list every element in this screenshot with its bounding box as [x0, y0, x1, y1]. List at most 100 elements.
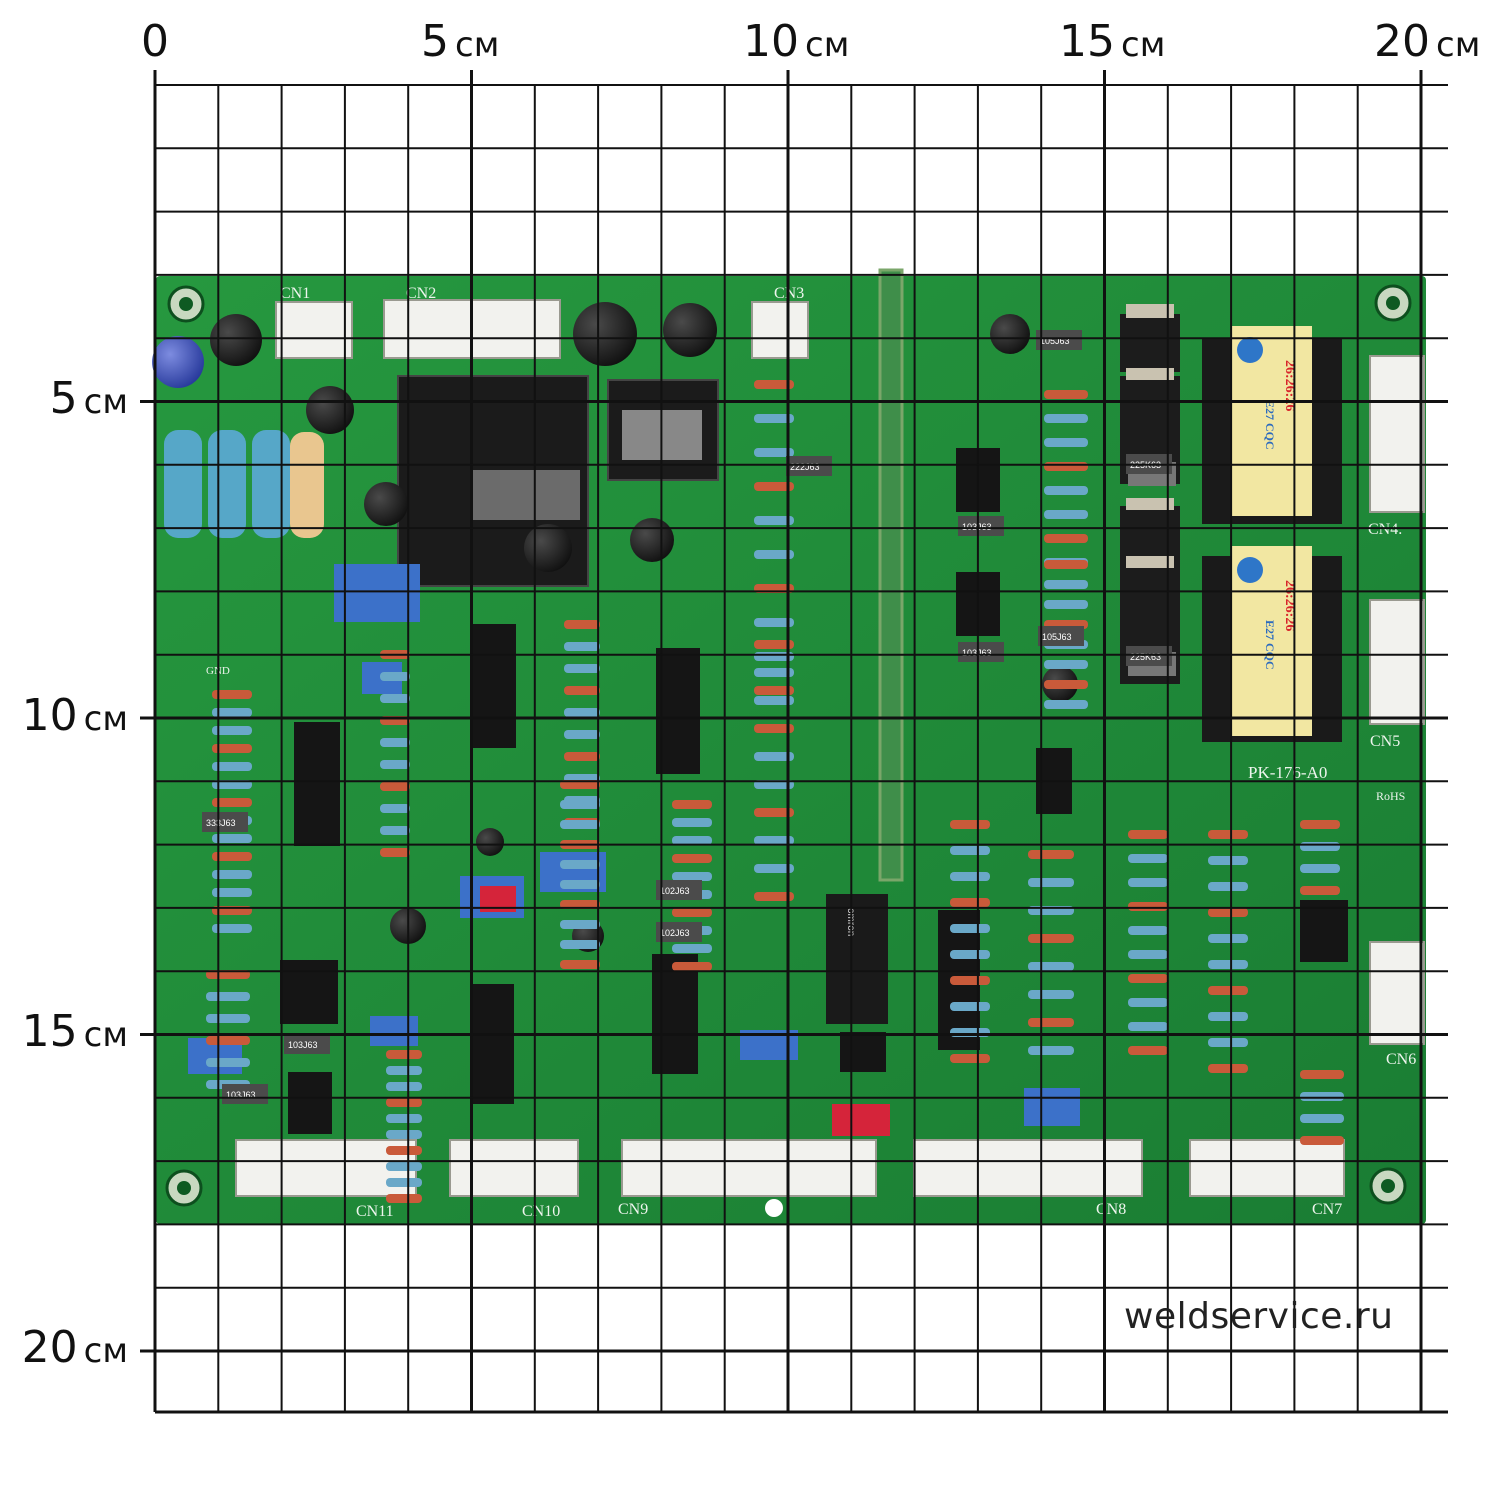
smd-part — [672, 818, 712, 827]
smd-part — [560, 920, 600, 929]
film-capacitor-marking: 103J63 — [962, 522, 992, 532]
smd-part — [1208, 986, 1248, 995]
smd-part — [754, 836, 794, 845]
smd-part — [1300, 820, 1340, 829]
film-capacitor — [958, 642, 1004, 662]
cn10-label: CN10 — [522, 1203, 560, 1220]
smd-part — [560, 800, 600, 809]
smd-part — [380, 826, 410, 835]
smd-part — [672, 962, 712, 971]
transformer-ratio-2: 26:26:26 — [1282, 580, 1297, 631]
axis-label-number: 5 — [49, 373, 78, 424]
smd-part — [380, 694, 410, 703]
transformer-markings: 26:26:26 26:26:26 E27 CQC E27 CQC — [1263, 360, 1297, 670]
film-capacitor-marking: 102J63 — [660, 886, 690, 896]
smd-part — [950, 898, 990, 907]
cn4-label: CN4. — [1368, 521, 1402, 538]
cn7-label: CN7 — [1312, 1201, 1342, 1218]
film-capacitor — [1126, 646, 1172, 666]
film-capacitor — [656, 922, 702, 942]
smd-part — [386, 1130, 422, 1139]
smd-part — [754, 808, 794, 817]
smd-part — [672, 944, 712, 953]
smd-part — [1128, 1046, 1168, 1055]
axis-label-unit: см — [83, 1331, 128, 1371]
smd-part — [560, 960, 600, 969]
smd-part — [560, 940, 600, 949]
smd-part — [564, 730, 600, 739]
film-capacitor — [958, 516, 1004, 536]
smd-part — [386, 1050, 422, 1059]
axis-label-number: 10 — [21, 690, 78, 741]
rohs-label: RoHS — [1376, 789, 1405, 803]
smd-part — [950, 1054, 990, 1063]
smd-part — [1208, 830, 1248, 839]
smd-part — [1128, 1022, 1168, 1031]
smd-part — [560, 860, 600, 869]
smd-part — [564, 708, 600, 717]
axis-label-number: 20 — [21, 1322, 78, 1373]
smd-part — [380, 804, 410, 813]
smd-part — [1300, 886, 1340, 895]
smd-part — [386, 1178, 422, 1187]
smd-part — [754, 448, 794, 457]
smd-part — [1028, 1018, 1074, 1027]
smd-part — [754, 864, 794, 873]
smd-part — [950, 924, 990, 933]
smd-part — [212, 798, 252, 807]
smd-part — [1044, 486, 1088, 495]
film-capacitor-marking: 105J63 — [1040, 336, 1070, 346]
axis-label-number: 0 — [141, 16, 169, 67]
smd-part — [386, 1098, 422, 1107]
smd-part — [1044, 414, 1088, 423]
smd-part — [1028, 850, 1074, 859]
smd-part — [950, 950, 990, 959]
smd-part — [1208, 882, 1248, 891]
smd-part — [1044, 510, 1088, 519]
smd-part — [1128, 950, 1168, 959]
smd-part — [754, 724, 794, 733]
smd-part — [1044, 680, 1088, 689]
smd-part — [950, 976, 990, 985]
top-connectors — [275, 299, 809, 359]
top-axis-label: 0 — [141, 20, 175, 64]
cn1-label: CN1 — [280, 285, 310, 302]
smd-part — [1128, 854, 1168, 863]
smd-part — [1044, 438, 1088, 447]
relay — [826, 894, 888, 1024]
smd-part — [206, 1014, 250, 1023]
smd-part — [1128, 974, 1168, 983]
smd-part — [754, 380, 794, 389]
smd-part — [212, 762, 252, 771]
smd-part — [1208, 960, 1248, 969]
smd-part — [754, 550, 794, 559]
film-capacitor-marking: 103J63 — [962, 648, 992, 658]
smd-part — [380, 672, 410, 681]
smd-part — [560, 820, 600, 829]
smd-part — [754, 618, 794, 627]
smd-part — [1028, 1046, 1074, 1055]
film-capacitor-marking: 333J63 — [206, 818, 236, 828]
smd-part — [380, 760, 410, 769]
smd-part — [386, 1066, 422, 1075]
smd-part — [1128, 926, 1168, 935]
cn6-label: CN6 — [1386, 1051, 1416, 1068]
axis-label-unit: см — [83, 1015, 128, 1055]
film-capacitor-marking: 103J63 — [226, 1090, 256, 1100]
axis-label-unit: см — [83, 699, 128, 739]
smd-part — [1208, 1064, 1248, 1073]
transformers — [1202, 326, 1342, 742]
axis-label-unit: см — [1436, 25, 1481, 65]
smd-part — [672, 800, 712, 809]
smd-part — [754, 892, 794, 901]
axis-label-unit: см — [83, 382, 128, 422]
smd-part — [212, 744, 252, 753]
smd-part — [950, 872, 990, 881]
smd-part — [564, 686, 600, 695]
